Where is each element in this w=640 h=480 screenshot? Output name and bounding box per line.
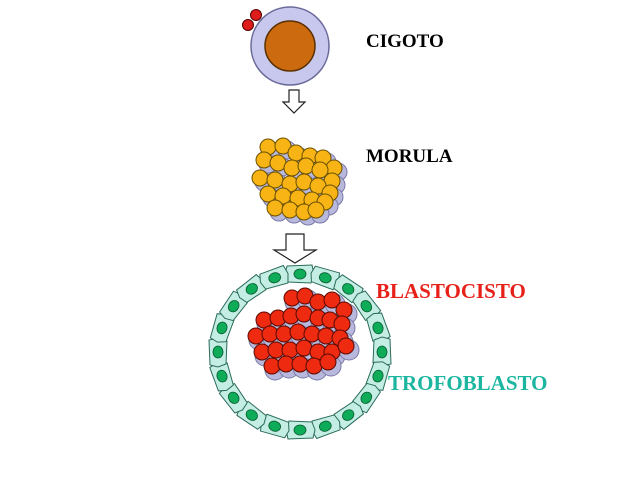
- inner-cell: [319, 353, 337, 371]
- trophoblast-nucleus: [268, 420, 282, 432]
- morula-cell: [255, 151, 273, 169]
- morula-cell: [283, 159, 301, 177]
- trophoblast-nucleus: [372, 321, 384, 335]
- trophoblast-cell: [311, 414, 341, 440]
- inner-cell: [253, 343, 271, 361]
- trophoblast-nucleus: [372, 369, 384, 383]
- trophoblast-nucleus: [245, 409, 258, 421]
- zygote-label: CIGOTO: [366, 31, 444, 52]
- trophoblast-cell: [285, 420, 316, 440]
- trophoblast-nucleus: [360, 300, 373, 313]
- inner-cell-mass: [247, 287, 360, 381]
- trophoblast-nucleus: [216, 321, 228, 335]
- polar-body: [242, 19, 254, 31]
- morula-cell: [266, 199, 284, 217]
- morula-label: MORULA: [366, 146, 453, 167]
- morula-cell: [287, 144, 305, 162]
- polar-body: [250, 9, 262, 21]
- inner-cell: [275, 325, 293, 343]
- trophoblast-nucleus: [268, 272, 282, 284]
- inner-cell: [305, 357, 323, 375]
- trophoblast-cell: [284, 264, 315, 284]
- morula-cell: [297, 157, 315, 175]
- blastocyst-label: BLASTOCISTO: [376, 279, 526, 303]
- inner-cell: [291, 355, 309, 373]
- morula-cell: [259, 185, 277, 203]
- inner-cell: [337, 337, 355, 355]
- inner-cell: [303, 325, 321, 343]
- trophoblast-cell: [259, 264, 289, 290]
- trophoblast-nucleus: [245, 283, 258, 295]
- stage-arrow-icon: [271, 233, 319, 264]
- trophoblast-cell: [310, 265, 341, 291]
- trophoblast-cell: [259, 413, 290, 439]
- trophoblast-cell: [352, 290, 382, 321]
- inner-cell: [263, 357, 281, 375]
- zygote-nucleus: [264, 20, 316, 72]
- trophoblast-nucleus: [342, 283, 355, 295]
- trophoblast-nucleus: [212, 345, 224, 359]
- trophoblast-cell: [372, 336, 392, 367]
- trophoblast-cell: [235, 273, 267, 304]
- trophoblast-cell: [366, 312, 391, 342]
- trophoblast-label: TROFOBLASTO: [388, 371, 548, 395]
- zygote-illustration: [242, 6, 330, 86]
- trophoblast-nucleus: [227, 300, 240, 313]
- inner-cell: [289, 323, 307, 341]
- inner-cell: [281, 341, 299, 359]
- trophoblast-cell: [208, 337, 228, 368]
- trophoblast-nucleus: [293, 424, 307, 436]
- morula-cell: [251, 169, 269, 187]
- morula-cell: [281, 201, 299, 219]
- inner-cell: [323, 291, 341, 309]
- morula-cell: [274, 137, 292, 155]
- trophoblast-nucleus: [342, 409, 355, 421]
- trophoblast-nucleus: [216, 369, 228, 383]
- trophoblast-ring: [208, 264, 392, 440]
- trophoblast-cell: [209, 362, 234, 392]
- morula-cell: [266, 171, 284, 189]
- trophoblast-cell: [333, 400, 365, 431]
- inner-cell: [295, 339, 313, 357]
- inner-cell: [247, 327, 265, 345]
- inner-cell: [333, 315, 351, 333]
- morula-cell: [307, 201, 325, 219]
- trophoblast-nucleus: [376, 345, 388, 359]
- morula-cell: [295, 173, 313, 191]
- inner-cell: [317, 327, 335, 345]
- stage-arrow-icon: [281, 89, 307, 114]
- inner-cell: [295, 305, 313, 323]
- trophoblast-cell: [365, 361, 391, 391]
- inner-cell: [309, 293, 327, 311]
- trophoblast-nucleus: [360, 391, 373, 404]
- trophoblast-nucleus: [293, 268, 307, 280]
- trophoblast-nucleus: [318, 272, 332, 284]
- trophoblast-cell: [218, 383, 248, 414]
- trophoblast-nucleus: [227, 391, 240, 404]
- trophoblast-nucleus: [318, 420, 332, 432]
- inner-cell: [335, 301, 353, 319]
- morula-illustration: [251, 137, 348, 226]
